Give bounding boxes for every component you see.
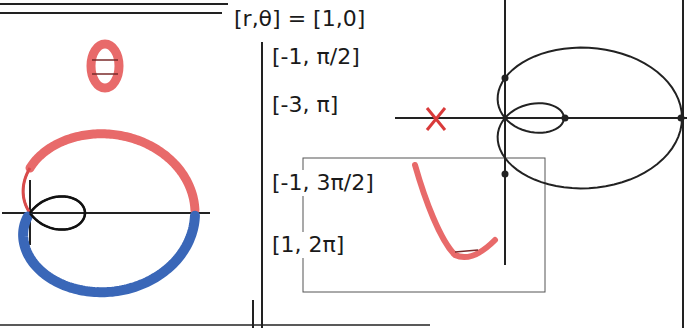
point-dot [562,115,569,122]
limacon-curve [23,134,195,292]
point-dot [678,115,685,122]
rule-line [0,12,222,14]
divider-line [261,42,263,328]
coordinate-label: [-1, π/2] [270,44,362,70]
red-trace [415,165,495,257]
tick-mark [455,250,478,252]
tick-mark [92,59,118,61]
equation-label: [r,θ] = [1,0] [232,6,367,32]
divider-line [252,300,254,328]
coordinate-label: [-3, π] [270,92,340,118]
rule-line [0,324,430,326]
border-line [682,0,684,328]
point-dot [502,171,509,178]
red-trace [23,168,30,213]
y-axis [504,0,506,265]
point-dot [502,75,509,82]
cross-mark [427,108,445,130]
red-trace [30,134,195,211]
cross-mark [427,108,445,130]
tick-mark [92,73,118,75]
coordinate-label: [1, 2π] [270,232,346,258]
limacon-curve [498,48,682,189]
coordinate-label: [-1, 3π/2] [270,170,376,196]
inner-loop [30,196,85,229]
rule-line [0,3,228,5]
small-loop [91,44,119,88]
x-axis [2,212,210,214]
